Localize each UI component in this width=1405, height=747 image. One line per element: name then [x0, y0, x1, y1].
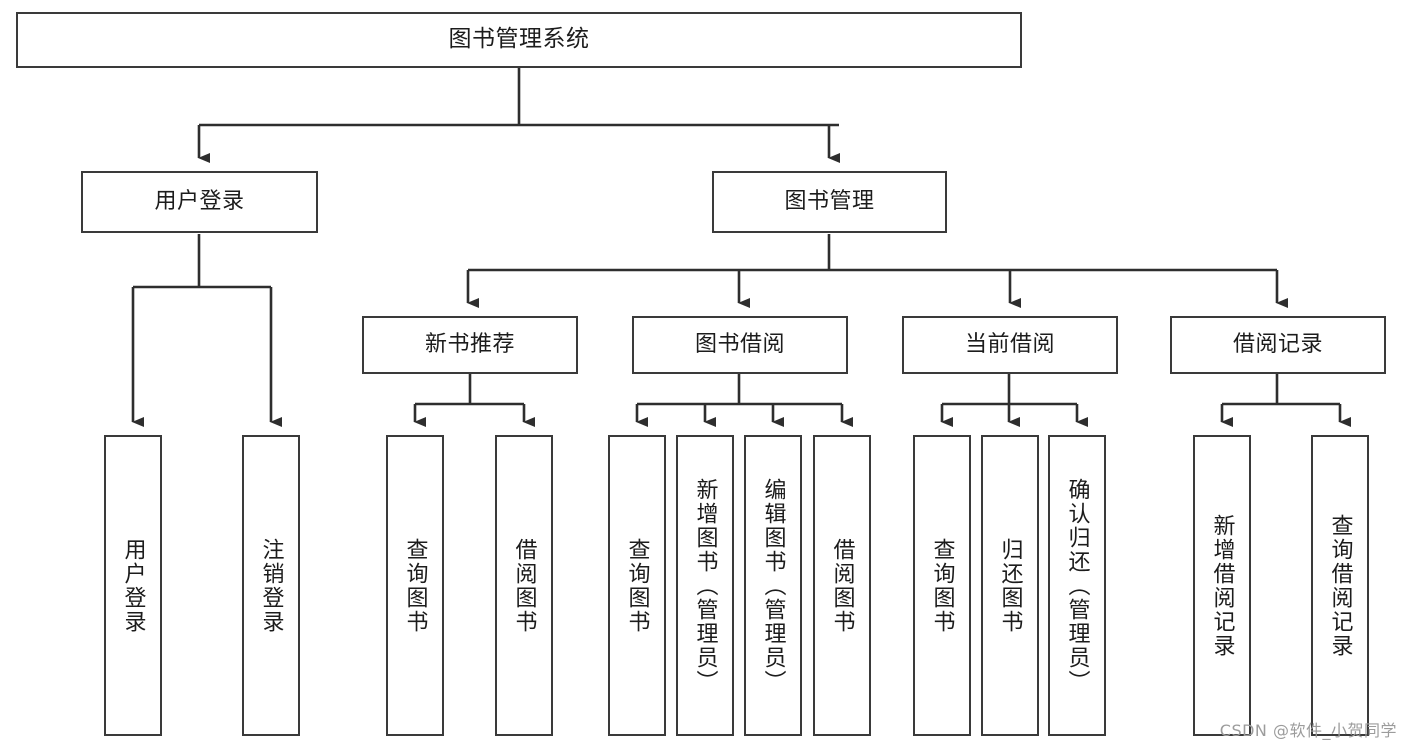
- leaf-query-book-current[interactable]: 查询图书: [913, 435, 971, 736]
- leaf-add-borrow-record[interactable]: 新增借阅记录: [1193, 435, 1251, 736]
- node-label: 新增借阅记录: [1209, 513, 1235, 658]
- leaf-edit-book-admin[interactable]: 编辑图书（管理员）: [744, 435, 802, 736]
- node-label: 用户登录: [154, 189, 245, 215]
- watermark: CSDN @软件_小贺同学: [1219, 721, 1397, 740]
- leaf-query-book-recommend[interactable]: 查询图书: [386, 435, 444, 736]
- node-label: 图书管理系统: [448, 26, 590, 53]
- node-label: 查询图书: [624, 537, 650, 634]
- leaf-confirm-return-admin[interactable]: 确认归还（管理员）: [1048, 435, 1106, 736]
- node-label: 借阅图书: [829, 537, 855, 634]
- leaf-add-book-admin[interactable]: 新增图书（管理员）: [676, 435, 734, 736]
- node-label: 借阅图书: [511, 537, 537, 634]
- node-label: 归还图书: [997, 537, 1023, 634]
- node-label: 图书管理: [784, 189, 875, 215]
- node-book-borrow[interactable]: 图书借阅: [632, 316, 848, 374]
- node-new-book-recommend[interactable]: 新书推荐: [362, 316, 578, 374]
- leaf-user-login[interactable]: 用户登录: [104, 435, 162, 736]
- leaf-borrow-book[interactable]: 借阅图书: [813, 435, 871, 736]
- leaf-query-borrow-record[interactable]: 查询借阅记录: [1311, 435, 1369, 736]
- node-borrow-record[interactable]: 借阅记录: [1170, 316, 1386, 374]
- node-label: 当前借阅: [964, 332, 1055, 358]
- node-book-management-module[interactable]: 图书管理: [712, 171, 947, 233]
- node-label: 确认归还（管理员）: [1064, 477, 1090, 694]
- leaf-logout[interactable]: 注销登录: [242, 435, 300, 736]
- node-label: 查询借阅记录: [1327, 513, 1353, 658]
- node-label: 注销登录: [258, 537, 284, 634]
- node-label: 查询图书: [402, 537, 428, 634]
- leaf-return-book[interactable]: 归还图书: [981, 435, 1039, 736]
- node-label: 查询图书: [929, 537, 955, 634]
- node-label: 借阅记录: [1232, 332, 1323, 358]
- node-label: 用户登录: [120, 537, 146, 634]
- node-current-borrow[interactable]: 当前借阅: [902, 316, 1118, 374]
- node-user-login-module[interactable]: 用户登录: [81, 171, 318, 233]
- node-label: 新书推荐: [424, 332, 515, 358]
- node-root-system[interactable]: 图书管理系统: [16, 12, 1022, 68]
- leaf-query-book-borrow[interactable]: 查询图书: [608, 435, 666, 736]
- node-label: 编辑图书（管理员）: [760, 477, 786, 694]
- node-label: 图书借阅: [694, 332, 785, 358]
- leaf-borrow-book-recommend[interactable]: 借阅图书: [495, 435, 553, 736]
- node-label: 新增图书（管理员）: [692, 477, 718, 694]
